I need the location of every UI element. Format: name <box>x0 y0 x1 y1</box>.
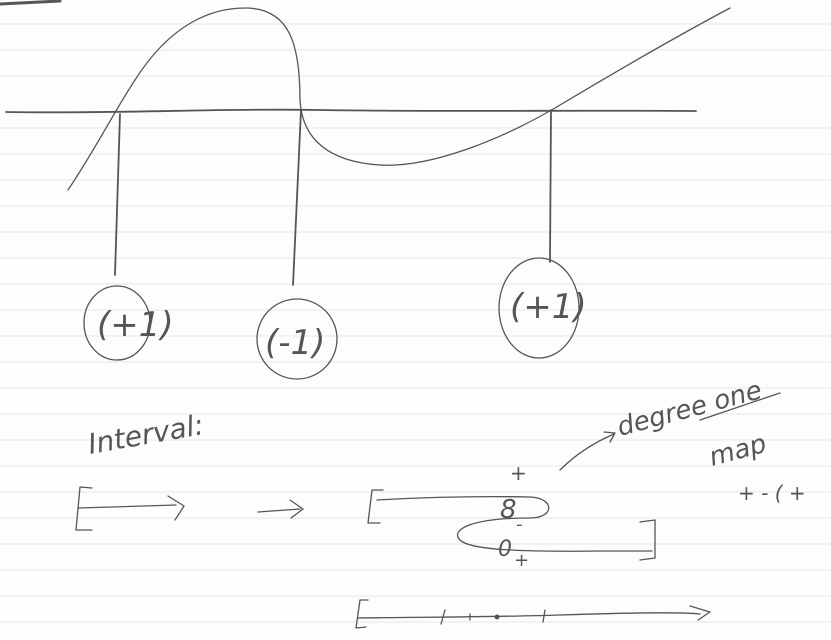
mark-plus-bottom: + <box>514 550 529 571</box>
mark-plus-top: + <box>510 461 527 485</box>
root-label-right: (+1) <box>510 287 587 327</box>
root-label-left: (+1) <box>97 305 174 345</box>
sign-note: + - ( + <box>738 481 806 505</box>
degree-note-underline <box>699 392 781 421</box>
root-circle-right <box>498 257 580 359</box>
degree-arrow <box>559 433 615 471</box>
number-line <box>355 599 711 629</box>
corner-smudge <box>0 0 62 6</box>
degree-arrow-head <box>603 431 616 443</box>
x-axis-line <box>5 108 697 114</box>
root-label-middle: (-1) <box>265 323 325 363</box>
root-circle-middle <box>256 298 338 380</box>
ruled-lines <box>0 23 831 623</box>
drop-line-left <box>114 113 121 276</box>
root-circle-left <box>83 285 151 361</box>
mark-eight: 8 <box>500 495 517 525</box>
transform-arrow <box>257 499 304 519</box>
drop-line-middle <box>292 109 302 286</box>
mark-zero: 0 <box>498 537 512 562</box>
interval-label: Interval: <box>85 408 206 461</box>
function-curve <box>67 7 731 191</box>
interval-bracket-left <box>75 486 185 531</box>
interval-bracket-right <box>367 489 656 561</box>
degree-note-line1: degree one <box>614 375 765 442</box>
mark-minus: - <box>516 514 523 535</box>
drop-line-right <box>549 109 552 263</box>
number-line-dot <box>494 614 500 620</box>
